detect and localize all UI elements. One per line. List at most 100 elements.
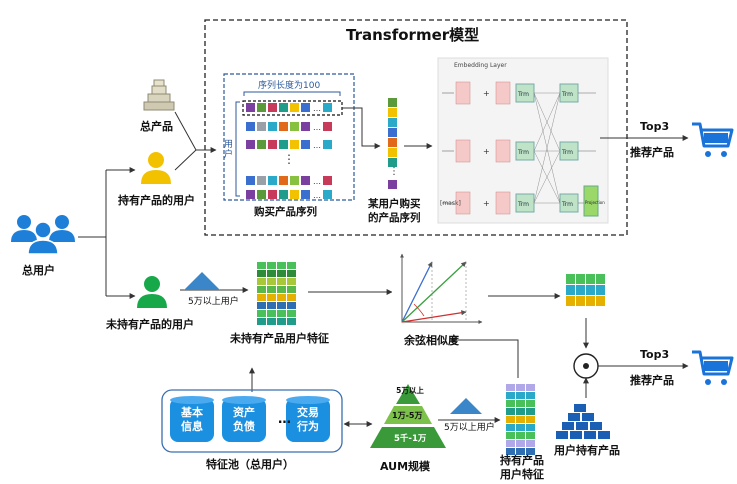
feature-cell: [257, 294, 266, 301]
feature-pool-item-label: 行为: [296, 419, 319, 433]
feature-cell: [516, 408, 525, 415]
mask-label: [mask]: [440, 200, 461, 207]
feature-cell: [516, 400, 525, 407]
seq-cell: [268, 103, 277, 112]
seq-cell: [301, 190, 310, 199]
seq-cell: [257, 190, 266, 199]
aum-level-bottom: 5千-1万: [394, 434, 427, 444]
feature-cell: [267, 302, 276, 309]
seq-cell: [279, 176, 288, 185]
holding-features-label-1: 持有产品: [500, 454, 544, 467]
purchase-seq-grid: ………⋮……: [246, 103, 332, 200]
feature-cell: [526, 448, 535, 455]
user-products-label: 用户持有产品: [554, 444, 620, 457]
user-seq-column: ⋮: [388, 98, 399, 189]
user-seq-cell: [388, 148, 397, 157]
feature-cell: [277, 318, 286, 325]
trm-label: Trm: [561, 201, 573, 208]
user-seq-cell: [388, 108, 397, 117]
feature-pool-item: [170, 398, 214, 442]
feature-cell: [506, 448, 515, 455]
seq-cell: [290, 103, 299, 112]
feature-cell: [287, 270, 296, 277]
feature-pool-item: [222, 398, 266, 442]
feature-cell: [576, 285, 585, 295]
trm-label: Trm: [517, 149, 529, 156]
user-seq-cell: [388, 98, 397, 107]
trm-label: Trm: [517, 201, 529, 208]
svg-text:…: …: [313, 141, 321, 150]
feature-cell: [596, 296, 605, 306]
seq-cell: [301, 122, 310, 131]
over-50k-triangle-icon: [184, 272, 220, 290]
feature-cell: [586, 285, 595, 295]
feature-cell: [506, 424, 515, 431]
holding-user-icon: [141, 152, 171, 184]
user-seq-cell: [388, 180, 397, 189]
feature-pool-item-label: 交易: [297, 405, 319, 419]
cart-icon-bottom: [692, 350, 734, 385]
top3-label-bottom: Top3: [640, 348, 670, 361]
user-seq-caption-2: 的产品序列: [368, 212, 421, 224]
feature-cell: [586, 274, 595, 284]
user-seq-cell: [388, 158, 397, 167]
feature-cell: [516, 416, 525, 423]
users-axis-label: 用户: [224, 140, 234, 160]
non-holding-feature-grid: [257, 262, 296, 325]
feature-pool-item-label: 信息: [181, 419, 203, 433]
svg-text:⋮: ⋮: [389, 166, 399, 177]
trm-label: Trm: [517, 91, 529, 98]
feature-cell: [277, 262, 286, 269]
all-users-icon: [11, 215, 75, 255]
feature-cell: [257, 278, 266, 285]
gold-bars-icon: [143, 79, 175, 111]
svg-text:…: …: [313, 177, 321, 186]
feature-cell: [287, 310, 296, 317]
svg-text:⋮: ⋮: [283, 152, 295, 166]
seq-cell: [279, 140, 288, 149]
feature-cell: [516, 384, 525, 391]
transformer-frame: [204, 19, 628, 236]
seq-cell: [257, 122, 266, 131]
feature-cell: [526, 432, 535, 439]
seq-length-label: 序列长度为100: [258, 81, 321, 91]
seq-cell: [323, 190, 332, 199]
holding-users-label: 持有产品的用户: [118, 194, 195, 207]
top3-label-top: Top3: [640, 120, 670, 133]
feature-cell: [566, 296, 575, 306]
feature-cell: [257, 302, 266, 309]
feature-cell: [526, 440, 535, 447]
seq-cell: [246, 176, 255, 185]
seq-cell: [323, 176, 332, 185]
seq-cell: [268, 122, 277, 131]
feature-cell: [287, 262, 296, 269]
seq-cell: [323, 140, 332, 149]
svg-text:+: +: [483, 89, 490, 98]
feature-cell: [277, 286, 286, 293]
feature-cell: [257, 270, 266, 277]
feature-pool-frame: [161, 389, 343, 453]
non-holding-features-label: 未持有产品用户特征: [230, 332, 329, 345]
user-seq-cell: [388, 118, 397, 127]
non-holding-user-icon: [137, 276, 167, 308]
feature-cell: [596, 285, 605, 295]
feature-cell: [257, 310, 266, 317]
feature-cell: [267, 318, 276, 325]
feature-cell: [257, 262, 266, 269]
feature-cell: [277, 294, 286, 301]
feature-cell: [267, 310, 276, 317]
cosine-chart: [392, 248, 488, 328]
user-products-icon: [556, 404, 610, 439]
feature-cell: [596, 274, 605, 284]
feature-cell: [267, 286, 276, 293]
feature-cell: [257, 318, 266, 325]
svg-text:+: +: [483, 147, 490, 156]
seq-cell: [268, 190, 277, 199]
feature-cell: [267, 262, 276, 269]
feature-cell: [506, 400, 515, 407]
feature-pool-item-label: 负债: [233, 419, 255, 433]
feature-cell: [516, 392, 525, 399]
